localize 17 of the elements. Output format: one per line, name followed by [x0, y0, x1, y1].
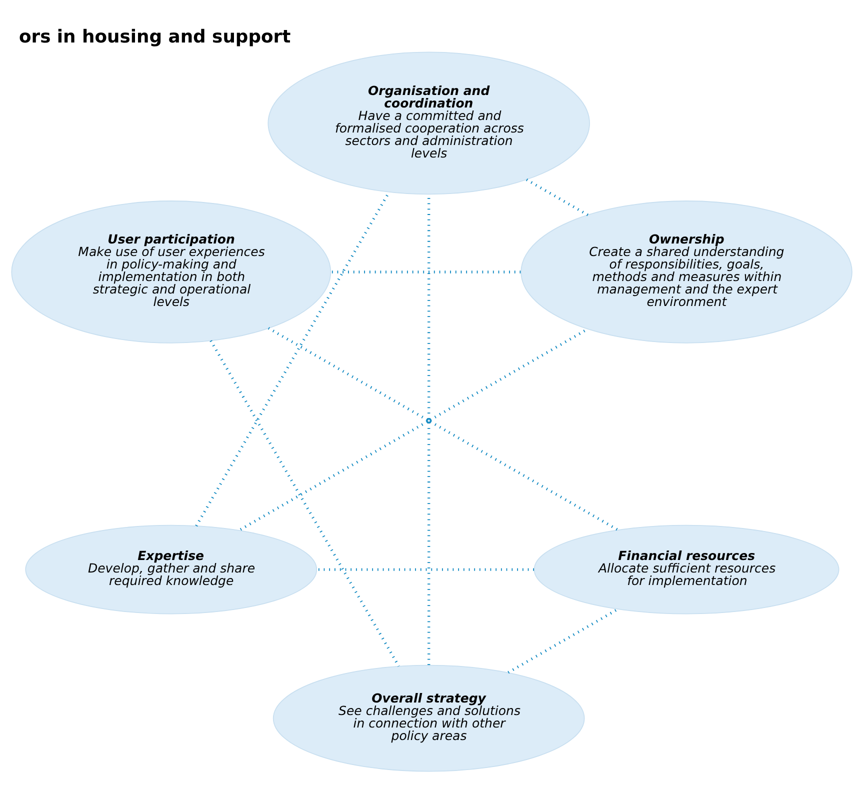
- node-ellipse: Ownership Create a shared understanding of responsibilities, goals, methods and measures within management and the expert environment: [520, 200, 852, 343]
- connector: [316, 568, 534, 570]
- node-ellipse: Organisation and coordination Have a committed and formalised cooperation across sectors and administration levels: [268, 51, 590, 194]
- connector: [508, 608, 618, 674]
- node-ellipse: Overall strategy See challenges and solutions in connection with other policy areas: [272, 664, 585, 772]
- connector: [268, 326, 428, 420]
- connector: [430, 420, 618, 531]
- node-ellipse: Expertise Develop, gather and share required knowledge: [25, 524, 318, 614]
- connector: [428, 422, 430, 664]
- diagram-title: ors in housing and support: [18, 26, 291, 48]
- connector: [526, 178, 589, 216]
- node-point: [426, 418, 431, 422]
- connector: [330, 270, 521, 273]
- connector: [238, 420, 428, 531]
- connector: [210, 340, 400, 666]
- node-ellipse: User participation Make use of user experiences in policy-making and implementation in both strategic and operational levels: [11, 200, 332, 343]
- node-ellipse: Financial resources Allocate sufficient resources for implementation: [534, 524, 840, 614]
